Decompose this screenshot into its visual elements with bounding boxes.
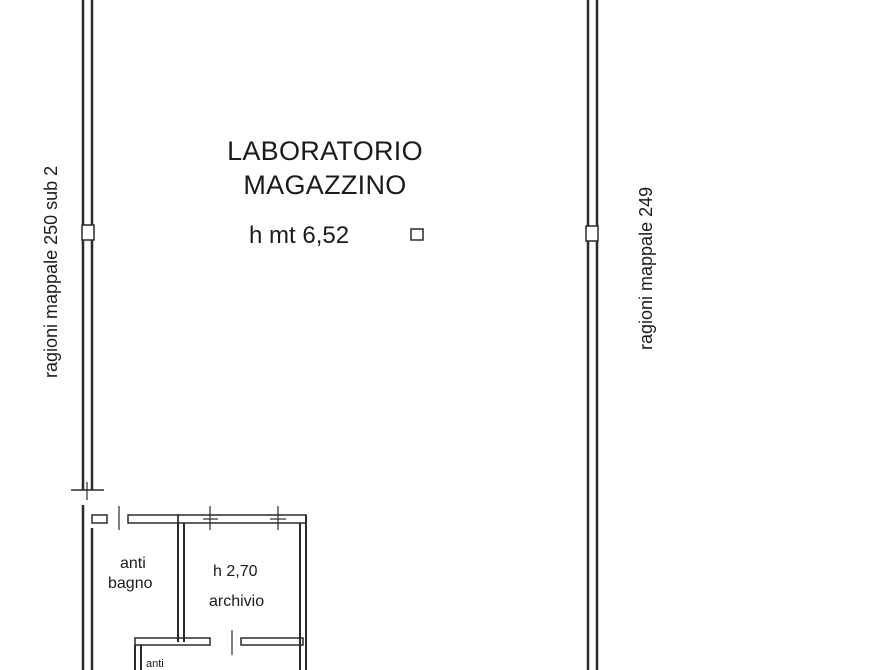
right-neighbor-label: ragioni mappale 249: [636, 186, 656, 350]
anti-bagno-label-line2: bagno: [108, 575, 153, 592]
level-marker-square: [410, 228, 424, 241]
left-neighbor-label: ragioni mappale 250 sub 2: [41, 165, 61, 378]
room-title-line1: LABORATORIO: [227, 136, 423, 166]
right-wall: [586, 0, 599, 670]
right-wall-pillar: [585, 225, 599, 242]
anti-bagno-label-line1: anti: [120, 555, 146, 572]
room-height-label: h mt 6,52: [249, 222, 350, 249]
left-wall-pillar: [81, 224, 95, 241]
archivio-label: archivio: [209, 593, 265, 610]
anti-bottom-label: anti: [146, 658, 164, 670]
small-rooms-walls: [91, 506, 307, 670]
archivio-height-label: h 2,70: [213, 563, 258, 580]
room-title-line2: MAGAZZINO: [243, 170, 407, 200]
left-wall: [71, 0, 104, 670]
